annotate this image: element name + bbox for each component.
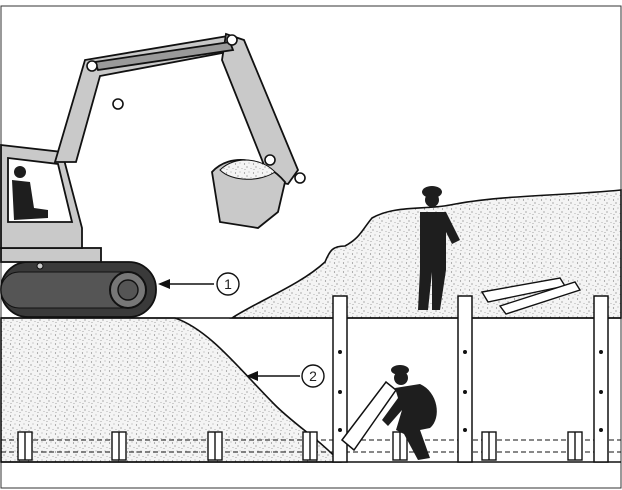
crouching-worker <box>342 365 437 460</box>
callout-2: 2 <box>246 365 324 387</box>
excavator-tracks <box>1 262 156 317</box>
excavator-boom <box>55 34 298 184</box>
shoring-posts <box>333 296 608 462</box>
callout-1: 1 <box>158 273 239 295</box>
callout-1-label: 1 <box>224 276 232 292</box>
callout-2-label: 2 <box>309 368 317 384</box>
